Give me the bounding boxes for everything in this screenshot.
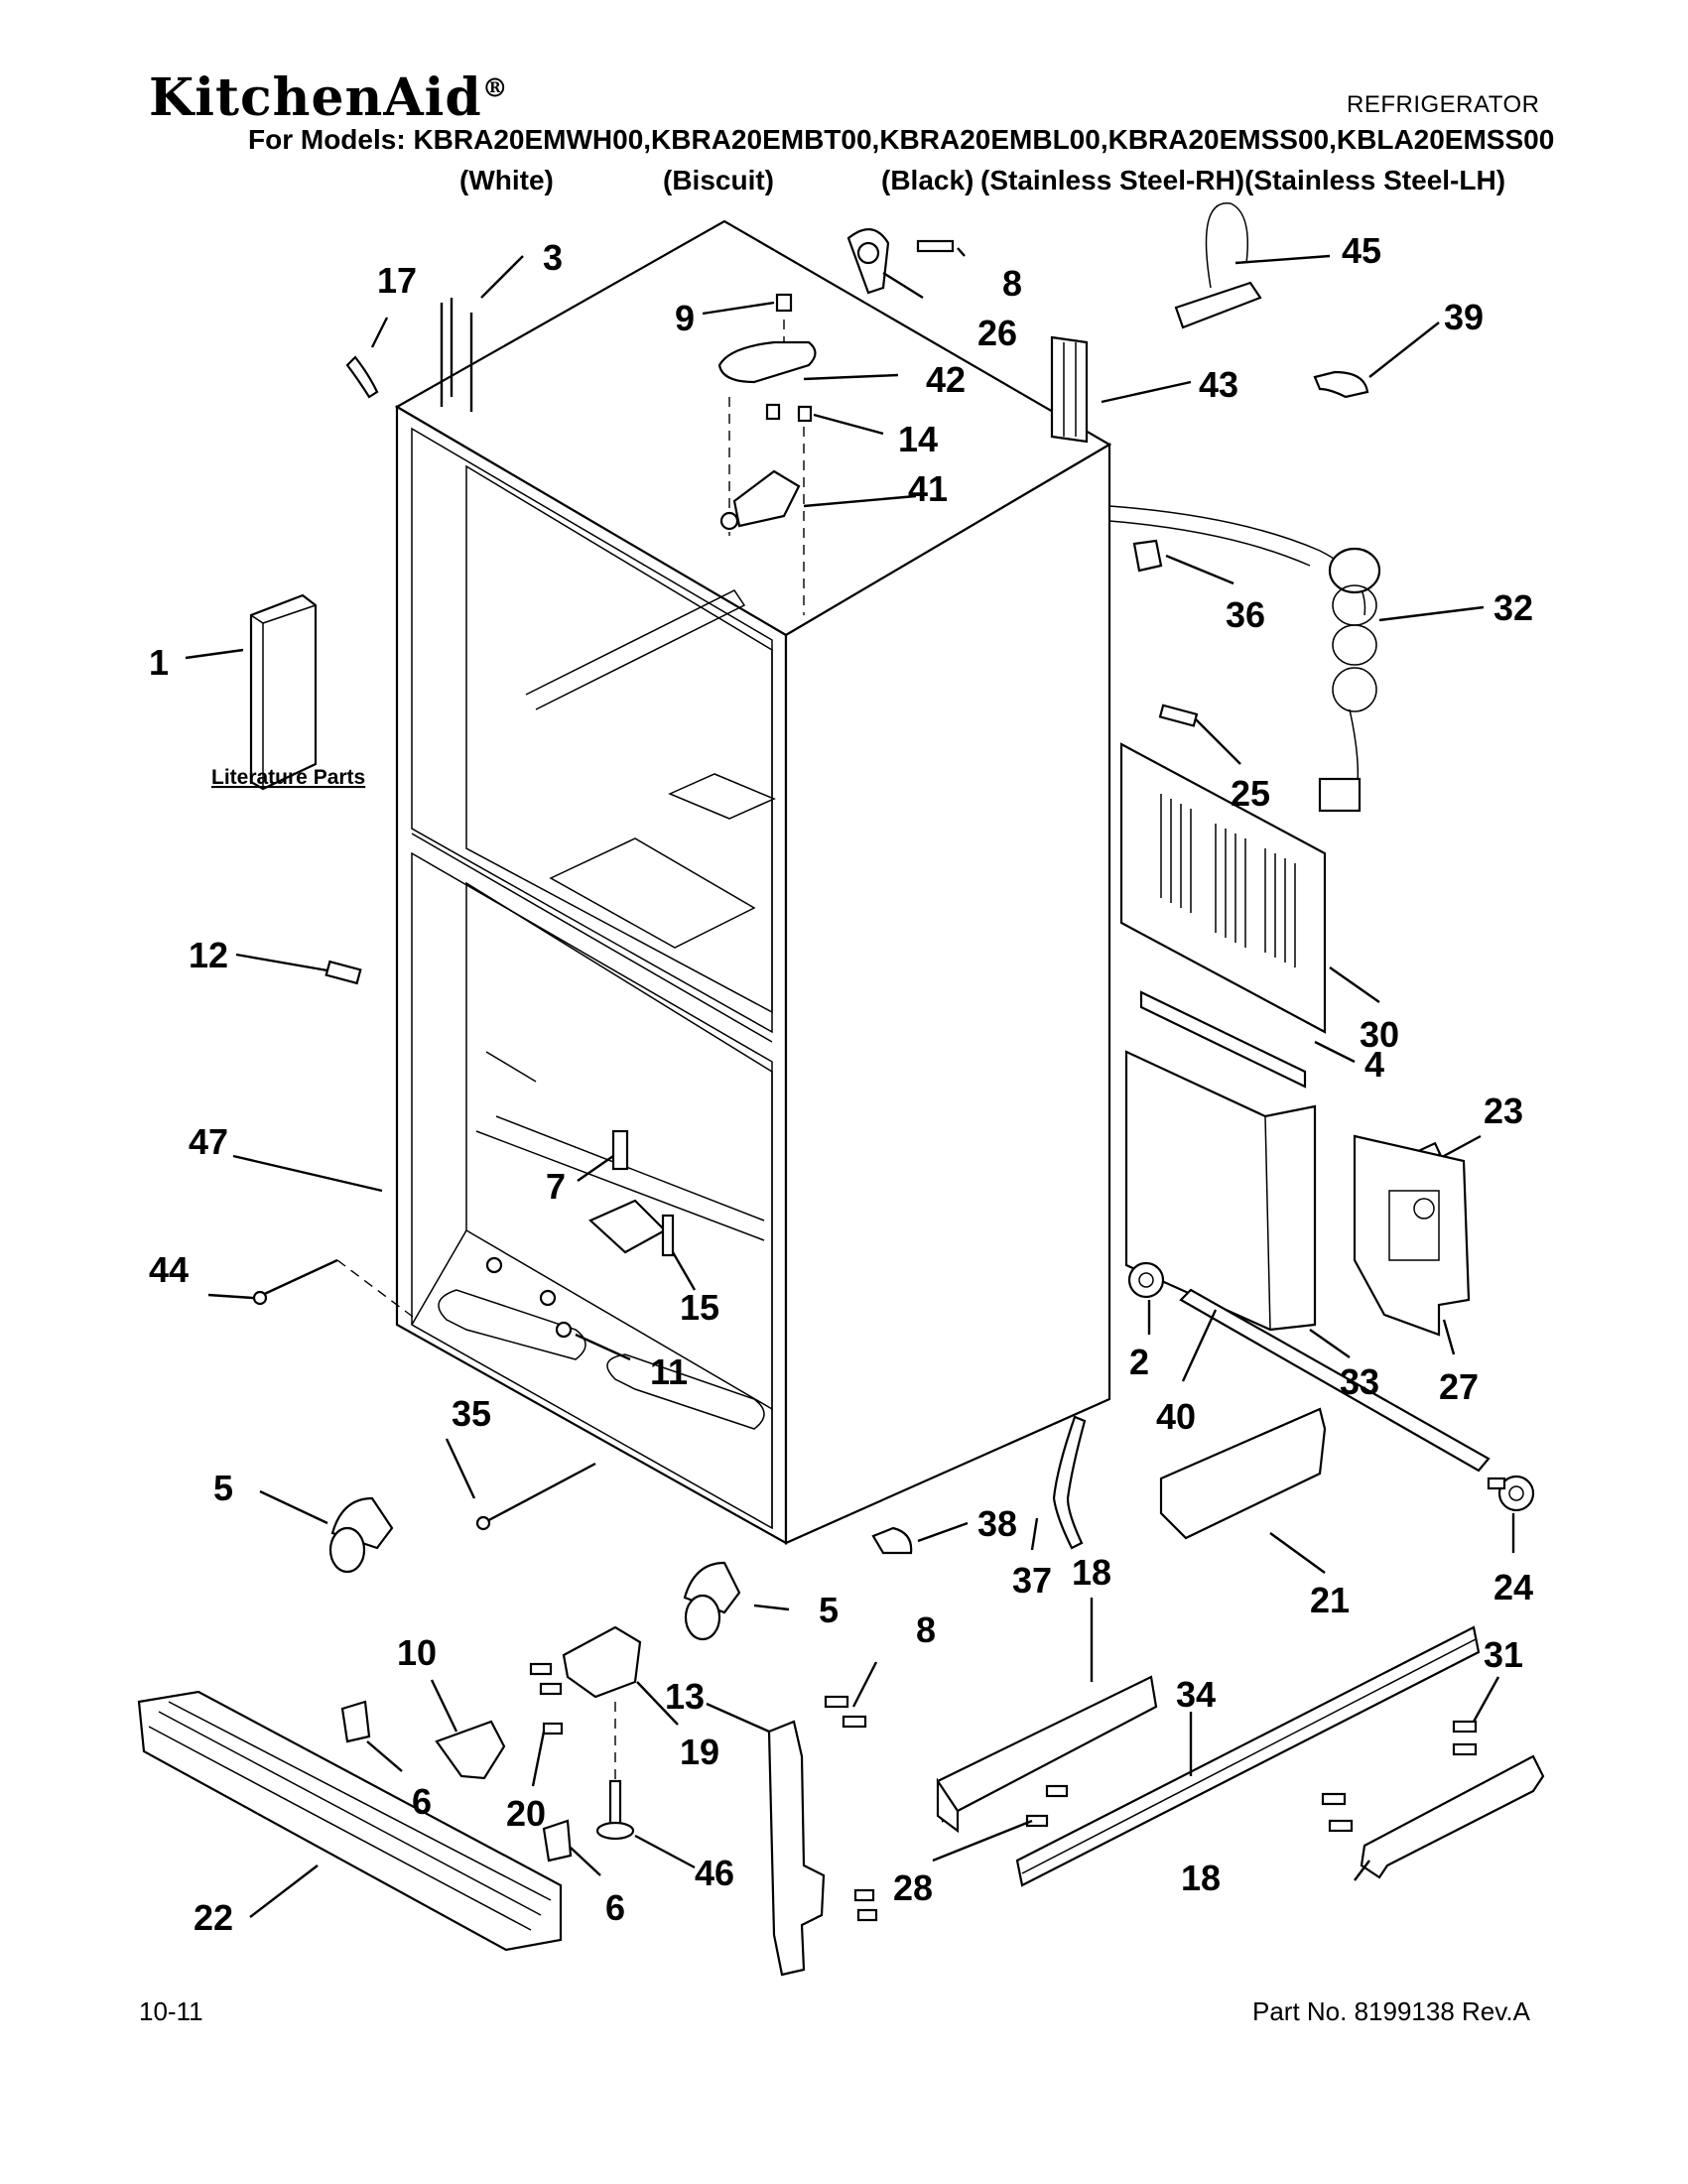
models-line: For Models: KBRA20EMWH00,KBRA20EMBT00,KB… xyxy=(248,124,1555,155)
top-hinge-assembly xyxy=(717,293,817,615)
callout-38: 38 xyxy=(977,1503,1017,1544)
callout-24: 24 xyxy=(1493,1567,1533,1607)
callout-17: 17 xyxy=(377,260,417,301)
document-type: REFRIGERATOR xyxy=(1347,91,1540,118)
callout-6a: 6 xyxy=(412,1781,432,1822)
right-side-parts xyxy=(846,202,1535,1512)
brand-registered-mark: ® xyxy=(481,73,509,104)
callout-44: 44 xyxy=(149,1249,189,1290)
callout-40: 40 xyxy=(1156,1396,1196,1437)
callout-20: 20 xyxy=(506,1793,546,1834)
brand-name: KitchenAid xyxy=(149,67,482,128)
callout-25: 25 xyxy=(1231,773,1270,814)
callout-32: 32 xyxy=(1493,587,1533,628)
callout-47: 47 xyxy=(189,1121,228,1162)
callout-46: 46 xyxy=(695,1853,734,1893)
callout-6b: 6 xyxy=(605,1887,625,1928)
lower-parts xyxy=(137,593,1545,1977)
callout-36: 36 xyxy=(1226,594,1265,635)
literature-parts-label: Literature Parts xyxy=(211,766,365,789)
callout-19: 19 xyxy=(680,1732,719,1772)
callout-45: 45 xyxy=(1342,230,1381,271)
callout-13: 13 xyxy=(665,1676,705,1717)
variant-black: (Black) xyxy=(881,165,974,195)
callout-2: 2 xyxy=(1129,1342,1149,1382)
callout-18b: 18 xyxy=(1181,1858,1221,1898)
callout-34: 34 xyxy=(1176,1674,1216,1715)
callout-14: 14 xyxy=(898,419,938,459)
footer-date-code: 10-11 xyxy=(139,1996,203,2026)
callout-42: 42 xyxy=(926,359,966,400)
callout-9: 9 xyxy=(675,298,695,338)
callout-31: 31 xyxy=(1484,1634,1523,1675)
callout-8a: 8 xyxy=(1002,263,1022,304)
callout-8b: 8 xyxy=(916,1609,936,1650)
callout-3: 3 xyxy=(543,237,563,278)
variant-stainless: (Stainless Steel-RH)(Stainless Steel-LH) xyxy=(980,165,1506,195)
callout-11: 11 xyxy=(650,1351,688,1392)
callout-22: 22 xyxy=(194,1897,233,1938)
callout-10: 10 xyxy=(397,1632,437,1673)
callout-1: 1 xyxy=(149,642,169,683)
callout-23: 23 xyxy=(1484,1091,1523,1131)
callout-39: 39 xyxy=(1444,297,1484,337)
callout-18a: 18 xyxy=(1072,1552,1111,1593)
callout-4: 4 xyxy=(1364,1044,1384,1085)
callout-27: 27 xyxy=(1439,1366,1479,1407)
callout-28: 28 xyxy=(893,1867,933,1908)
callout-5b: 5 xyxy=(819,1590,839,1630)
callout-30: 30 xyxy=(1360,1014,1399,1055)
variant-biscuit: (Biscuit) xyxy=(663,165,774,195)
callout-33: 33 xyxy=(1340,1361,1379,1402)
callout-15: 15 xyxy=(680,1287,719,1328)
callout-35: 35 xyxy=(452,1393,491,1434)
callout-7: 7 xyxy=(546,1166,566,1207)
footer-part-number: Part No. 8199138 Rev.A xyxy=(1252,1996,1530,2026)
callout-12: 12 xyxy=(189,935,228,975)
callout-37: 37 xyxy=(1012,1560,1052,1601)
brand-logo: KitchenAid® xyxy=(149,67,509,128)
refrigerator-cabinet xyxy=(394,219,1112,1545)
callout-21: 21 xyxy=(1310,1580,1350,1620)
variant-white: (White) xyxy=(459,165,554,195)
callout-41: 41 xyxy=(908,468,948,509)
callout-labels: 1 2 3 4 5 5 6 6 7 8 8 9 10 11 12 13 14 1… xyxy=(149,230,1533,1938)
callout-26: 26 xyxy=(977,313,1017,353)
callout-43: 43 xyxy=(1199,364,1238,405)
top-screws xyxy=(345,298,473,412)
callout-5a: 5 xyxy=(213,1468,233,1508)
leader-lines xyxy=(185,247,1515,1918)
